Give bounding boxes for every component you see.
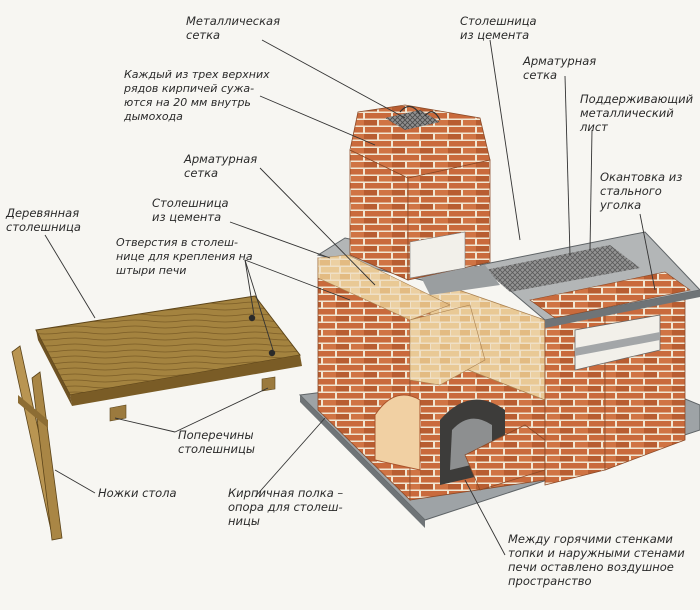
label-table-legs: Ножки стола [98, 486, 177, 500]
countertop-hole-1 [248, 314, 256, 322]
wooden-countertop-edge [70, 355, 302, 406]
front-ledge-bricks [409, 304, 486, 386]
wooden-countertop-side [36, 330, 72, 406]
label-holes: Отверстия в столеш- нице для крепления н… [116, 236, 253, 277]
label-countertop-cement-top: Столешница из цемента [460, 14, 537, 42]
right-slab-bricks [529, 271, 691, 319]
arch-opening-left [374, 394, 421, 471]
leader-lines [44, 39, 656, 556]
table-leg-brace [18, 395, 48, 428]
concrete-base-edge [300, 395, 425, 528]
chimney-top [349, 104, 491, 179]
countertop-hole-2 [268, 349, 276, 357]
label-air-gap: Между горячими стенками топки и наружным… [508, 532, 685, 588]
label-rebar-mesh-left: Арматурная сетка [184, 152, 258, 180]
label-crossbars: Поперечины столешницы [178, 428, 255, 456]
countertop-crossbar-1 [109, 404, 127, 422]
rebar-mesh-right-area [485, 245, 640, 292]
label-support-sheet: Поддерживающий металлический лист [580, 92, 694, 134]
label-countertop-cement-left: Столешница из цемента [152, 196, 229, 224]
left-wall-top-bricks [317, 254, 451, 321]
label-rebar-mesh-right: Арматурная сетка [523, 54, 597, 82]
label-brick-shelf: Кирпичная полка – опора для столеш- ницы [228, 486, 344, 528]
label-steel-angle: Окантовка из стального уголка [600, 170, 683, 212]
label-wooden-top: Деревянная столешница [6, 206, 81, 234]
chimney-opening [409, 231, 466, 279]
right-chamber-side [604, 289, 686, 471]
chimney-mesh-wire [399, 105, 441, 121]
countertop-crossbar-2 [261, 376, 276, 392]
right-chamber-shelf [575, 332, 660, 356]
label-top-rows: Каждый из трех верхних рядов кирпичей су… [124, 68, 270, 123]
right-slab-edge [545, 290, 700, 328]
label-metal-mesh: Металлическая сетка [186, 14, 281, 42]
